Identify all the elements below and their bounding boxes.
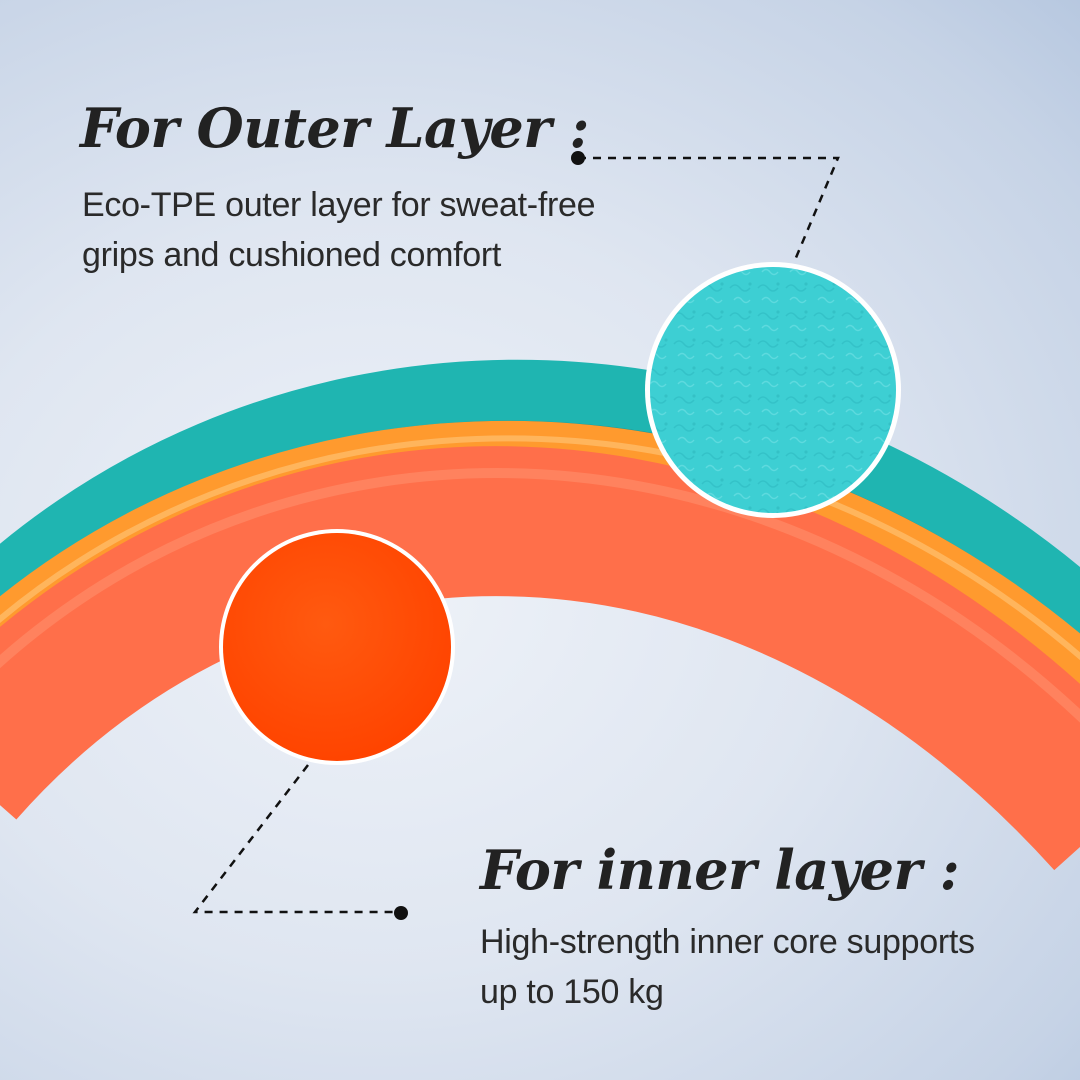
inner-layer-swatch bbox=[219, 529, 455, 765]
wheel-inner-highlight bbox=[0, 468, 1080, 723]
outer-layer-heading: For Outer Layer : bbox=[80, 96, 589, 160]
inner-connector-line bbox=[192, 764, 400, 914]
wheel-outer-band bbox=[0, 359, 1080, 661]
inner-layer-description: High-strength inner core supports up to … bbox=[480, 923, 975, 1011]
wheel-inner-band bbox=[0, 446, 1080, 871]
outer-layer-description: Eco-TPE outer layer for sweat-free grips… bbox=[82, 186, 596, 274]
wheel-middle-highlight bbox=[0, 435, 1080, 661]
outer-layer-swatch bbox=[645, 262, 901, 518]
inner-connector-dot bbox=[394, 906, 408, 920]
inner-layer-heading: For inner layer : bbox=[480, 838, 960, 902]
outer-connector-line bbox=[578, 156, 840, 261]
